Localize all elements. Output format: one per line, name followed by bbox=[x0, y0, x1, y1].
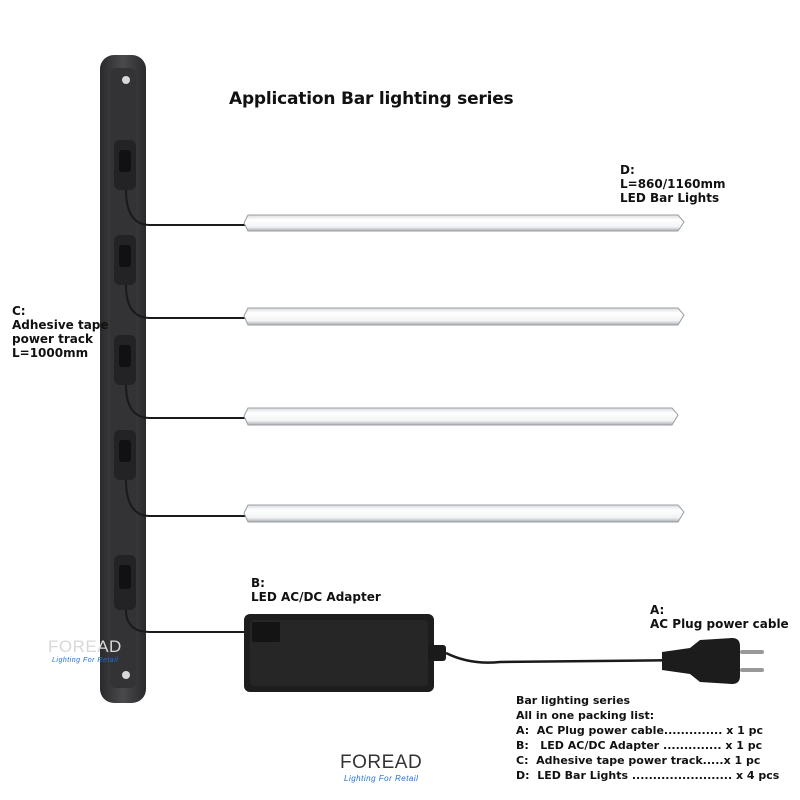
label-line: L=1000mm bbox=[12, 346, 89, 360]
ac-dc-adapter bbox=[244, 614, 446, 692]
label-line: Adhesive tape bbox=[12, 318, 109, 332]
ac-cable bbox=[445, 651, 691, 664]
connector bbox=[114, 555, 136, 610]
bar-cables bbox=[125, 189, 248, 517]
connector bbox=[114, 335, 136, 385]
screw-icon bbox=[122, 76, 130, 84]
label-line: AC Plug power cable bbox=[650, 617, 789, 631]
track-connectors bbox=[114, 140, 136, 610]
packing-list-item: A: AC Plug power cable.............. x 1… bbox=[516, 724, 764, 737]
packing-list-item: D: LED Bar Lights ......................… bbox=[516, 769, 780, 782]
foread-logo: FOREAD Lighting For Retail bbox=[340, 752, 422, 783]
label-line: LED Bar Lights bbox=[620, 191, 720, 205]
label-line: power track bbox=[12, 332, 93, 346]
page-title: Application Bar lighting series bbox=[229, 89, 514, 109]
label-line: LED AC/DC Adapter bbox=[251, 590, 381, 604]
label-line: C: bbox=[12, 304, 26, 318]
label-ac-cable: A: AC Plug power cable bbox=[650, 603, 789, 631]
led-bar-light bbox=[243, 504, 685, 523]
connector bbox=[114, 140, 136, 190]
label-power-track: C: Adhesive tape power track L=1000mm bbox=[12, 304, 109, 360]
led-bar-light bbox=[243, 214, 685, 232]
packing-list: Bar lighting series All in one packing l… bbox=[516, 693, 779, 783]
ac-plug-icon bbox=[662, 638, 764, 684]
packing-list-subheading: All in one packing list: bbox=[516, 709, 655, 722]
packing-list-heading: Bar lighting series bbox=[516, 694, 631, 707]
foread-logo-small: FOREAD Lighting For Retail bbox=[48, 637, 122, 664]
label-line: L=860/1160mm bbox=[620, 177, 726, 191]
label-line: D: bbox=[620, 163, 635, 177]
screw-icon bbox=[122, 671, 130, 679]
label-line: B: bbox=[251, 576, 265, 590]
label-bar-lights: D: L=860/1160mm LED Bar Lights bbox=[620, 163, 726, 205]
logo-brand: FOREAD bbox=[48, 637, 122, 656]
led-bar-light bbox=[243, 407, 679, 426]
logo-tagline: Lighting For Retail bbox=[344, 774, 419, 783]
led-bar-light bbox=[243, 307, 685, 326]
led-bar-lights bbox=[243, 214, 685, 523]
packing-list-item: B: LED AC/DC Adapter .............. x 1 … bbox=[516, 739, 763, 752]
logo-brand: FOREAD bbox=[340, 752, 423, 773]
logo-tagline: Lighting For Retail bbox=[52, 657, 119, 664]
label-adapter: B: LED AC/DC Adapter bbox=[251, 576, 381, 604]
label-line: A: bbox=[650, 603, 665, 617]
packing-list-item: C: Adhesive tape power track.....x 1 pc bbox=[516, 754, 761, 767]
adapter-output-cable bbox=[125, 609, 245, 633]
connector bbox=[114, 235, 136, 285]
connector bbox=[114, 430, 136, 480]
